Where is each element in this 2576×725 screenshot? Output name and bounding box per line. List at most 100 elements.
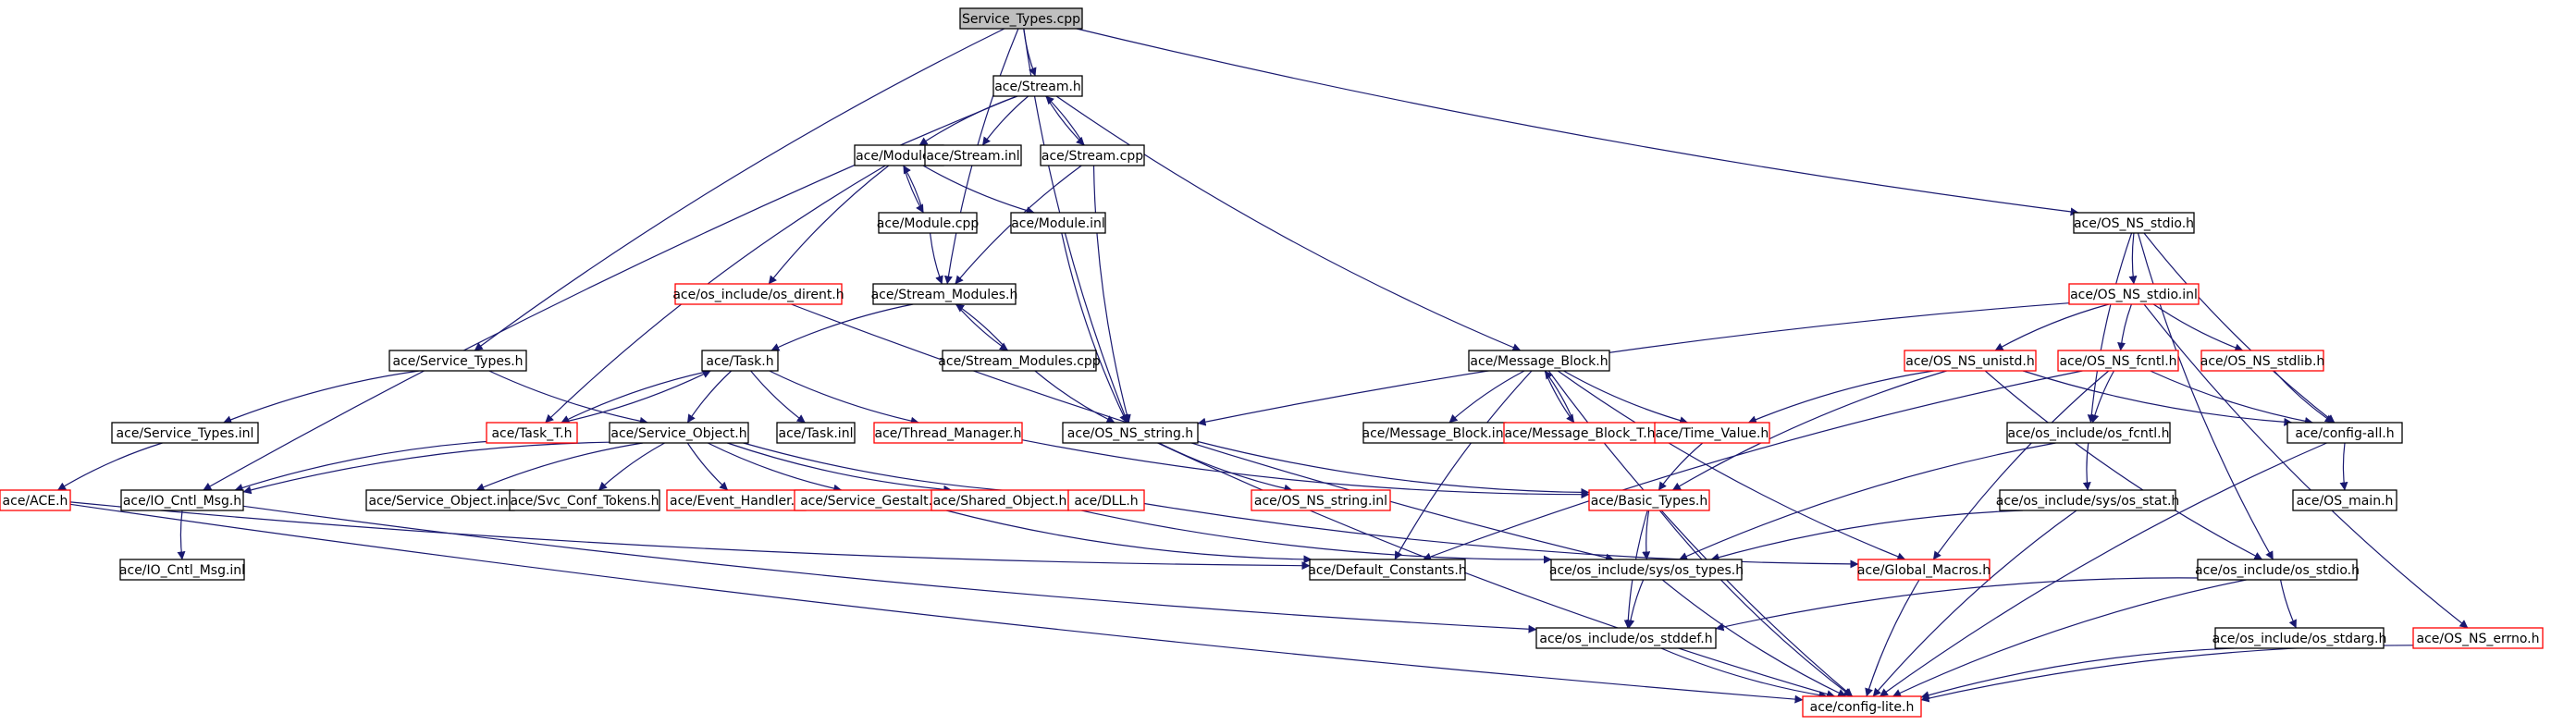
node-label: ace/Module.inl (1011, 216, 1105, 231)
node-os-ns-stdio-h[interactable]: ace/OS_NS_stdio.h (2073, 212, 2195, 234)
node-task-h[interactable]: ace/Task.h (701, 350, 779, 372)
node-default-constants-h[interactable]: ace/Default_Constants.h (1308, 559, 1467, 581)
edge-time_value_h-to-basic_types_h (1658, 442, 1704, 491)
node-module-inl[interactable]: ace/Module.inl (1010, 212, 1106, 234)
edge-task_h-to-task_inl (750, 370, 806, 424)
node-label: ace/Task.inl (779, 426, 854, 441)
node-task-inl[interactable]: ace/Task.inl (776, 422, 856, 444)
node-time-value-h[interactable]: ace/Time_Value.h (1654, 422, 1770, 444)
edge-global_macros_h-to-config_lite_h (1865, 579, 1920, 697)
edge-os_ns_fcntl_h-to-config_all_h (2150, 370, 2313, 425)
node-os-stdio-h[interactable]: ace/os_include/os_stdio.h (2195, 559, 2360, 581)
node-os-dirent-h[interactable]: ace/os_include/os_dirent.h (672, 283, 844, 305)
edge-service_types_h-to-service_object_h (488, 370, 648, 425)
node-label: ace/Basic_Types.h (1591, 494, 1707, 509)
node-thread-manager-h[interactable]: ace/Thread_Manager.h (873, 422, 1023, 444)
node-box (2412, 627, 2544, 649)
node-module-h[interactable]: ace/Module.h (854, 144, 944, 166)
edge-os_fcntl_h-to-os_types_h (1679, 442, 2056, 560)
node-label: ace/Module.h (856, 149, 943, 164)
node-box (924, 144, 1022, 166)
node-os-stdarg-h[interactable]: ace/os_include/os_stdarg.h (2212, 627, 2387, 649)
node-stream-modules-cpp[interactable]: ace/Stream_Modules.cpp (938, 350, 1101, 372)
node-config-lite-h[interactable]: ace/config-lite.h (1802, 695, 1922, 718)
node-box (2200, 350, 2324, 372)
node-box (120, 489, 244, 511)
node-label: ace/Service_Gestalt.h (800, 494, 941, 509)
node-stream-inl[interactable]: ace/Stream.inl (924, 144, 1022, 166)
node-os-ns-fcntl-h[interactable]: ace/OS_NS_fcntl.h (2057, 350, 2179, 372)
edge-task_t_h-to-task_h (561, 370, 711, 424)
node-os-ns-stdio-inl[interactable]: ace/OS_NS_stdio.inl (2068, 283, 2200, 305)
node-ace-h[interactable]: ace/ACE.h (0, 489, 71, 511)
node-os-ns-stdlib-h[interactable]: ace/OS_NS_stdlib.h (2200, 350, 2325, 372)
node-box (674, 283, 843, 305)
edge-ace_h-to-default_constants_h (69, 501, 1311, 571)
node-os-ns-errno-h[interactable]: ace/OS_NS_errno.h (2412, 627, 2544, 649)
edge-os_stdio_h-to-os_stdarg_h (2280, 579, 2297, 629)
node-io-cntl-msg-h[interactable]: ace/IO_Cntl_Msg.h (120, 489, 244, 511)
node-label: ace/OS_NS_stdio.h (2074, 216, 2194, 231)
node-label: ace/Stream_Modules.h (871, 288, 1018, 302)
node-stream-modules-h[interactable]: ace/Stream_Modules.h (871, 283, 1018, 305)
node-os-stat-h[interactable]: ace/os_include/sys/os_stat.h (1996, 489, 2180, 511)
node-box (486, 422, 578, 444)
node-box (959, 7, 1083, 30)
node-message-block-h[interactable]: ace/Message_Block.h (1468, 350, 1610, 372)
node-service-object-inl[interactable]: ace/Service_Object.inl (365, 489, 515, 511)
node-event-handler-h[interactable]: ace/Event_Handler.h (666, 489, 807, 511)
edge-os_dirent_h-to-os_types_h (791, 303, 1615, 562)
node-box (872, 283, 1017, 305)
edge-task_t_h-to-io_cntl_msg_h (234, 440, 487, 492)
node-label: ace/ACE.h (3, 494, 68, 509)
node-label: ace/OS_NS_errno.h (2416, 632, 2539, 646)
node-message-block-inl[interactable]: ace/Message_Block.inl (1362, 422, 1508, 444)
edge-stream_modules_cpp-to-stream_modules_h (955, 303, 1009, 351)
edge-os_stdio_h-to-os_stddef_h (1715, 577, 2199, 632)
edge-task_h-to-service_object_h (686, 370, 733, 424)
node-label: ace/os_include/os_stdio.h (2195, 563, 2360, 578)
node-stream-h[interactable]: ace/Stream.h (992, 75, 1083, 97)
edge-dll_h-to-global_macros_h (1143, 502, 1859, 569)
node-box (1010, 212, 1106, 234)
node-module-cpp[interactable]: ace/Module.cpp (877, 212, 980, 234)
node-os-fcntl-h[interactable]: ace/os_include/os_fcntl.h (2006, 422, 2171, 444)
node-message-block-t-h[interactable]: ace/Message_Block_T.h (1503, 422, 1657, 444)
node-shared-object-h[interactable]: ace/Shared_Object.h (931, 489, 1069, 511)
node-svc-conf-tokens-h[interactable]: ace/Svc_Conf_Tokens.h (509, 489, 660, 511)
edge-os_stat_h-to-config_lite_h (1872, 510, 2077, 697)
node-service-object-h[interactable]: ace/Service_Object.h (609, 422, 749, 444)
node-label: ace/Module.cpp (877, 216, 980, 231)
node-os-main-h[interactable]: ace/OS_main.h (2292, 489, 2397, 511)
node-os-stddef-h[interactable]: ace/os_include/os_stddef.h (1535, 627, 1717, 649)
node-label: ace/config-lite.h (1810, 700, 1915, 715)
node-label: ace/os_include/os_dirent.h (672, 288, 844, 302)
node-service-types-inl[interactable]: ace/Service_Types.inl (111, 422, 259, 444)
node-box (2073, 212, 2195, 234)
edge-module_cpp-to-stream_modules_h (930, 232, 943, 285)
node-global-macros-h[interactable]: ace/Global_Macros.h (1857, 559, 1991, 581)
node-dll-h[interactable]: ace/DLL.h (1067, 489, 1145, 511)
node-service-types-cpp[interactable]: Service_Types.cpp (959, 7, 1083, 30)
node-os-ns-unistd-h[interactable]: ace/OS_NS_unistd.h (1904, 350, 2037, 372)
edge-os_ns_stdio_h-to-os_ns_stdio_inl (2128, 232, 2138, 285)
node-label: ace/DLL.h (1074, 494, 1138, 509)
node-service-gestalt-h[interactable]: ace/Service_Gestalt.h (794, 489, 947, 511)
node-label: ace/IO_Cntl_Msg.h (123, 494, 241, 509)
node-config-all-h[interactable]: ace/config-all.h (2286, 422, 2403, 444)
edge-config_all_h-to-config_lite_h (1880, 442, 2327, 697)
edge-os_fcntl_h-to-os_stat_h (2082, 442, 2091, 491)
node-os-types-h[interactable]: ace/os_include/sys/os_types.h (1549, 559, 1744, 581)
edge-basic_types_h-to-os_types_h (1642, 510, 1651, 560)
node-service-types-h[interactable]: ace/Service_Types.h (388, 350, 527, 372)
node-os-ns-string-h[interactable]: ace/OS_NS_string.h (1062, 422, 1199, 444)
node-io-cntl-msg-inl[interactable]: ace/IO_Cntl_Msg.inl (119, 559, 245, 581)
edge-os_ns_fcntl_h-to-os_fcntl_h (2090, 370, 2115, 424)
node-task-t-h[interactable]: ace/Task_T.h (486, 422, 578, 444)
node-label: ace/Message_Block.h (1470, 354, 1608, 369)
node-os-ns-string-inl[interactable]: ace/OS_NS_string.inl (1251, 489, 1391, 511)
edge-service_object_h-to-service_gestalt_h (707, 442, 843, 493)
node-basic-types-h[interactable]: ace/Basic_Types.h (1588, 489, 1710, 511)
node-label: ace/os_include/os_stdarg.h (2212, 632, 2387, 646)
node-stream-cpp[interactable]: ace/Stream.cpp (1040, 144, 1145, 166)
